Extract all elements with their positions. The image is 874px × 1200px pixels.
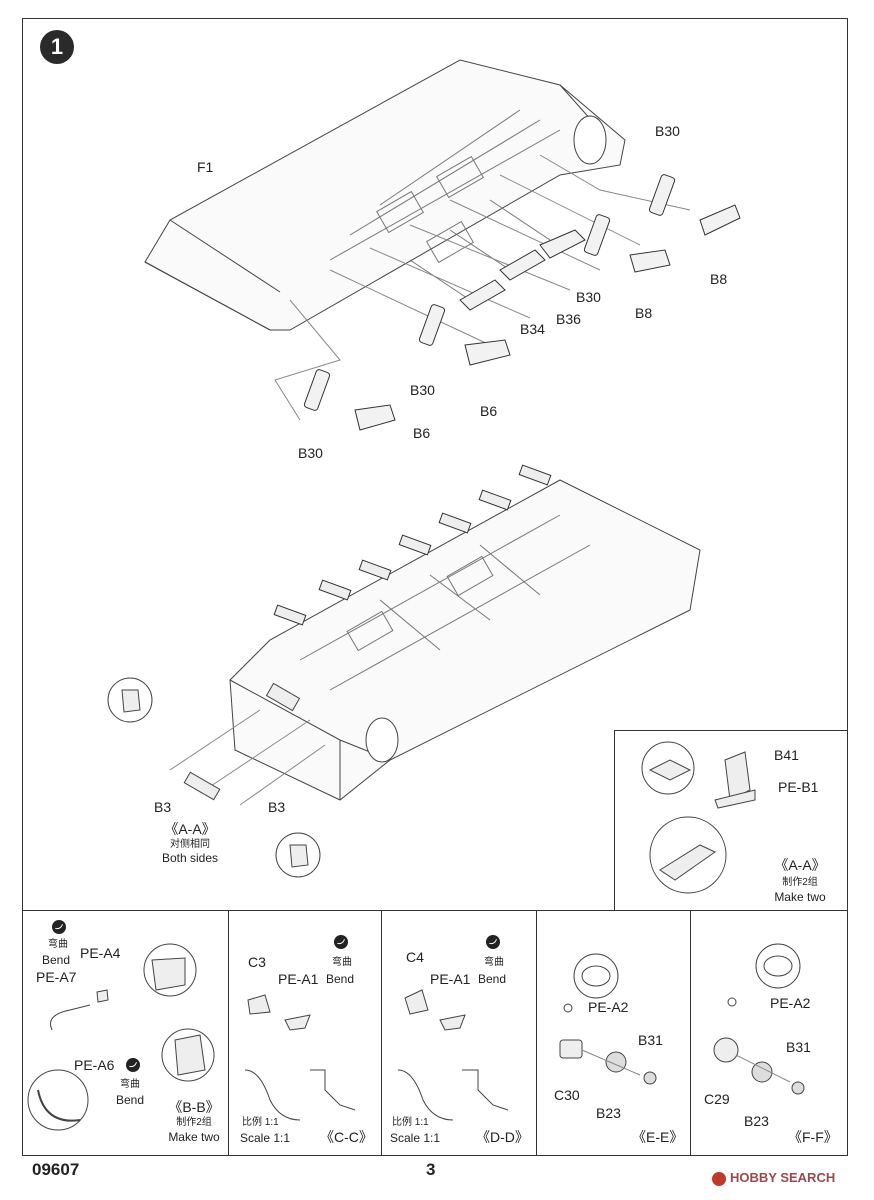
label-c4: C4 [406,949,424,965]
panel-divider [228,910,229,1156]
label-b8-upper: B8 [710,271,728,287]
label-pe-a1-dd: PE-A1 [430,971,471,987]
watermark-text: HOBBY SEARCH [730,1170,836,1185]
watermark: HOBBY SEARCH [712,1170,835,1186]
inset-aa-panel [614,730,848,910]
label-c29: C29 [704,1091,730,1107]
cc-bend-en: Bend [326,972,355,986]
bend-icon [334,935,348,949]
label-c3: C3 [248,954,266,970]
panel-divider [690,910,691,1156]
label-pe-a7: PE-A7 [36,969,77,985]
dd-bend-en: Bend [478,972,507,986]
label-b6-left: B6 [413,425,431,441]
dd-scale-cn: 比例 1:1 [392,1117,429,1128]
label-b31-ff: B31 [786,1039,811,1055]
bb-bend-en-2: Bend [116,1093,145,1107]
cc-bend-cn: 弯曲 [332,957,352,968]
bb-en: Make two [168,1130,220,1144]
bb-bend-en-1: Bend [42,953,71,967]
label-c30: C30 [554,1087,580,1103]
bb-title: 《B-B》 [168,1099,220,1115]
view-a-cn: 对侧相同 [170,839,210,850]
label-b23-ee: B23 [596,1105,621,1121]
label-b8-lower: B8 [635,305,653,321]
watermark-logo-icon [712,1171,726,1186]
view-a-title: 《A-A》 [164,821,216,837]
panel-divider [536,910,537,1156]
label-b6-right: B6 [480,403,498,419]
label-b30-top: B30 [655,123,680,139]
bend-icon [52,920,66,934]
label-b3-left: B3 [154,799,172,815]
label-pe-a2-ff: PE-A2 [770,995,811,1011]
detail-panels-row [22,910,848,1156]
bb-bend-cn-1: 弯曲 [48,939,68,950]
label-pe-a1-cc: PE-A1 [278,971,319,987]
label-b23-ff: B23 [744,1113,769,1129]
bb-bend-cn-2: 弯曲 [120,1079,140,1090]
dd-scale-en: Scale 1:1 [390,1131,441,1145]
view-a-en: Both sides [161,851,219,865]
label-pe-a4: PE-A4 [80,945,121,961]
label-b3-right: B3 [268,799,286,815]
label-b36: B36 [556,311,581,327]
inset-aa-title: 《A-A》 [774,857,826,873]
product-code: 09607 [32,1160,80,1179]
cc-title: 《C-C》 [320,1129,373,1145]
label-pe-a6: PE-A6 [74,1057,115,1073]
cc-scale-cn: 比例 1:1 [242,1117,279,1128]
ff-title: 《F-F》 [788,1129,838,1145]
label-b30-mid: B30 [576,289,601,305]
dd-bend-cn: 弯曲 [484,957,504,968]
dd-title: 《D-D》 [476,1129,529,1145]
panel-divider [381,910,382,1156]
bend-icon [486,935,500,949]
page-number: 3 [426,1160,436,1179]
page-frame [22,18,848,1156]
cc-scale-en: Scale 1:1 [240,1131,291,1145]
label-b41: B41 [774,747,799,763]
label-f1: F1 [197,159,214,175]
label-b34: B34 [520,321,545,337]
ee-title: 《E-E》 [632,1129,684,1145]
label-pe-a2-ee: PE-A2 [588,999,629,1015]
step-number-badge: 1 [40,30,74,64]
inset-aa-cn: 制作2组 [782,877,818,888]
inset-aa-en: Make two [774,890,826,904]
label-pe-b1: PE-B1 [778,779,819,795]
label-b31-ee: B31 [638,1032,663,1048]
bb-cn: 制作2组 [176,1117,212,1128]
bend-icon [126,1058,140,1072]
label-b30-left: B30 [410,382,435,398]
label-b30-bottom: B30 [298,445,323,461]
